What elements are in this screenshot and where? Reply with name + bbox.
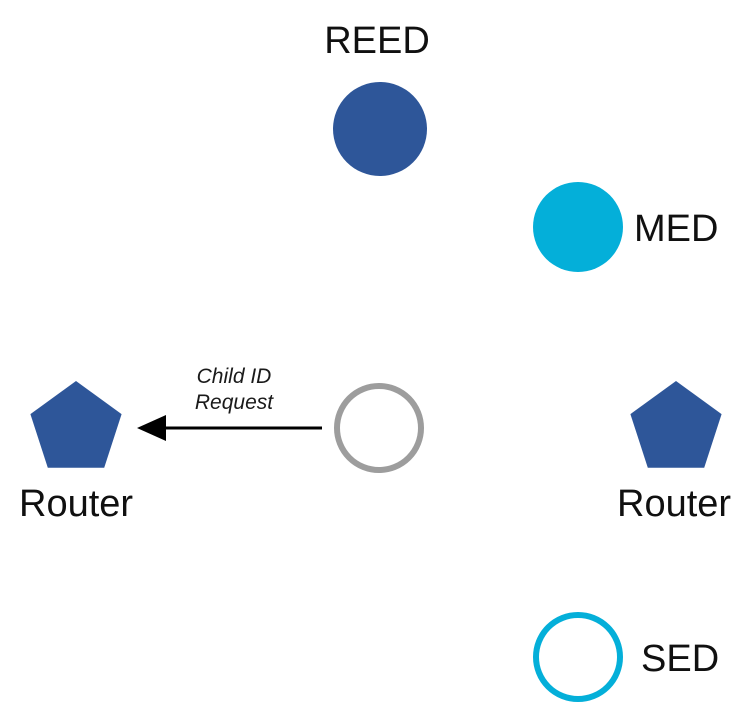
sed-circle-icon[interactable]: [533, 612, 623, 702]
node-sed[interactable]: SED: [533, 612, 719, 702]
node-joiner[interactable]: [334, 383, 424, 473]
edge-label-line2: Request: [195, 391, 274, 414]
node-router-left[interactable]: Router: [19, 381, 133, 525]
node-label-router-left: Router: [19, 483, 133, 525]
edge-child-id-request: Child ID Request: [137, 365, 322, 441]
router-right-pentagon-icon[interactable]: [630, 381, 722, 468]
node-label-reed: REED: [324, 20, 430, 62]
node-label-sed: SED: [641, 638, 719, 680]
med-circle-icon[interactable]: [533, 182, 623, 272]
reed-circle-icon[interactable]: [333, 82, 427, 176]
joiner-circle-icon[interactable]: [334, 383, 424, 473]
router-left-pentagon-icon[interactable]: [30, 381, 122, 468]
node-label-med: MED: [634, 208, 718, 250]
arrowhead-icon: [137, 415, 166, 441]
node-router-right[interactable]: Router: [617, 381, 731, 525]
node-med[interactable]: MED: [533, 182, 718, 272]
node-label-router-right: Router: [617, 483, 731, 525]
node-reed[interactable]: REED: [324, 20, 430, 176]
edge-label-line1: Child ID: [197, 365, 272, 388]
